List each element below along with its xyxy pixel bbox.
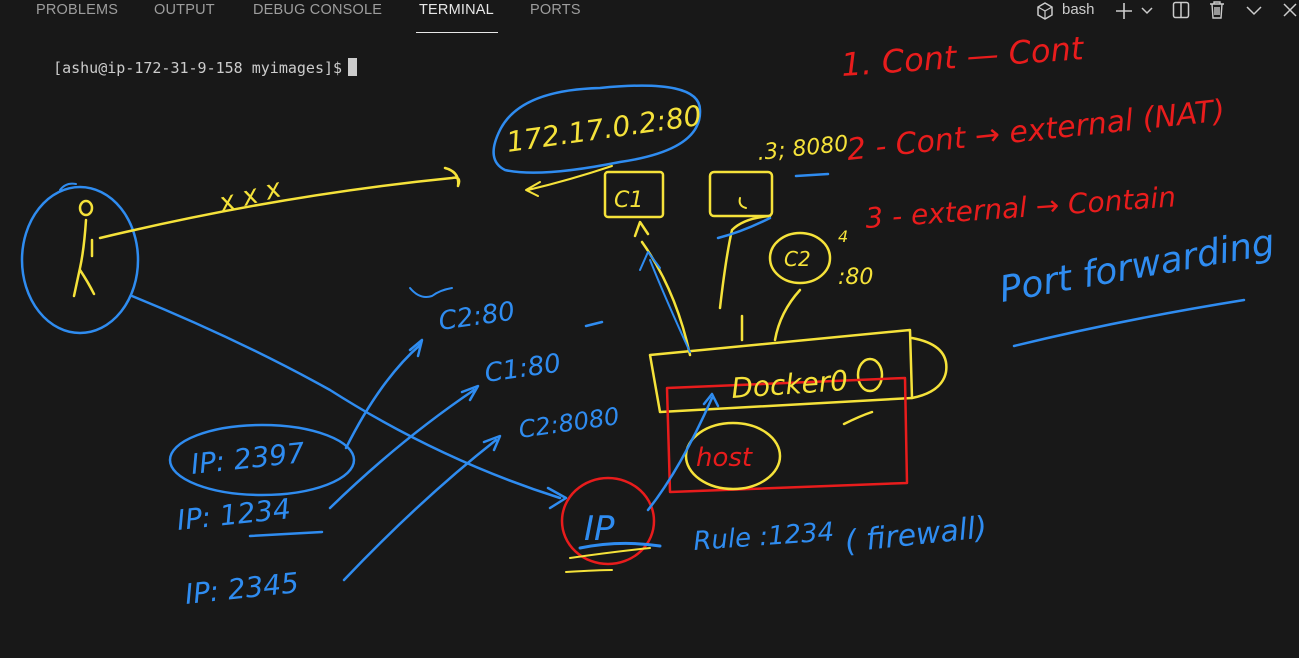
tab-ports[interactable]: PORTS [530,2,581,18]
host-circle [684,421,782,491]
ip-2397-label: IP: 2397 [189,436,306,481]
left-c2-8080-label: C2:8080 [517,402,621,444]
host-box [665,376,909,494]
shell-name: bash [1062,1,1095,18]
user-mark-top [59,182,77,191]
chevron-up-icon[interactable] [1246,5,1262,17]
list-item-3: 3 - external → Contain [864,180,1177,235]
list-item-1: 1. Cont — Cont [840,29,1086,84]
user-circle [20,185,140,335]
panel-tab-bar: PROBLEMS OUTPUT DEBUG CONSOLE TERMINAL P… [0,0,1299,34]
close-icon[interactable] [1283,3,1297,17]
list-item-2: 2 - Cont → external (NAT) [845,93,1226,168]
split-terminal-icon[interactable] [1172,1,1190,19]
port-8080-label: .3; 8080 [756,132,850,166]
c2-box-top [708,170,774,218]
tab-problems[interactable]: PROBLEMS [36,2,119,18]
tab-debug-console[interactable]: DEBUG CONSOLE [253,2,383,18]
terminal-prompt: [ashu@ip-172-31-9-158 myimages]$ [53,59,343,77]
user-figure [72,199,96,298]
blocked-label: x x x [215,173,285,219]
ip-1234-label: IP: 1234 [175,492,292,537]
tab-terminal[interactable]: TERMINAL [419,2,494,18]
plus-icon[interactable] [1115,2,1133,20]
active-tab-indicator [416,32,498,33]
ip-arrow [525,165,613,197]
c2-circle [768,231,832,285]
trash-icon[interactable] [1208,0,1226,20]
terminal-profile-icon [1037,2,1053,20]
flow-user-to-ip [130,294,568,510]
host-ip-circle [560,476,656,566]
firewall-label: ( firewall) [843,510,989,560]
terminal-cursor [348,58,358,76]
ip-circle [492,84,702,174]
docker0-label: Docker0 [730,364,849,405]
blocked-arrow [98,166,461,240]
terminal-prompt-line[interactable]: [ashu@ip-172-31-9-158 myimages]$ [35,40,358,77]
left-c2-label: C2:80 [437,297,517,337]
docker0-circle [856,357,884,393]
terminal-profile-button[interactable]: bash [1036,1,1100,21]
c1-label: C1 [614,188,643,213]
ip-2397-circle [168,423,356,497]
host-ip-label: IP [584,509,615,549]
rule-label: Rule :1234 [692,517,835,557]
c1-box [603,170,665,219]
c2-label: C2 [784,247,811,271]
chevron-down-icon[interactable] [1141,6,1153,16]
c2-port-num: 4 [838,227,848,246]
c2-port-label: :80 [838,265,873,290]
tab-output[interactable]: OUTPUT [154,2,215,18]
left-c1-label: C1:80 [483,349,563,389]
port-forwarding-label: Port forwarding [996,222,1277,311]
ip-2345-label: IP: 2345 [183,566,300,611]
host-label: host [696,443,753,473]
ip-address-label: 172.17.0.2:80 [504,99,703,159]
